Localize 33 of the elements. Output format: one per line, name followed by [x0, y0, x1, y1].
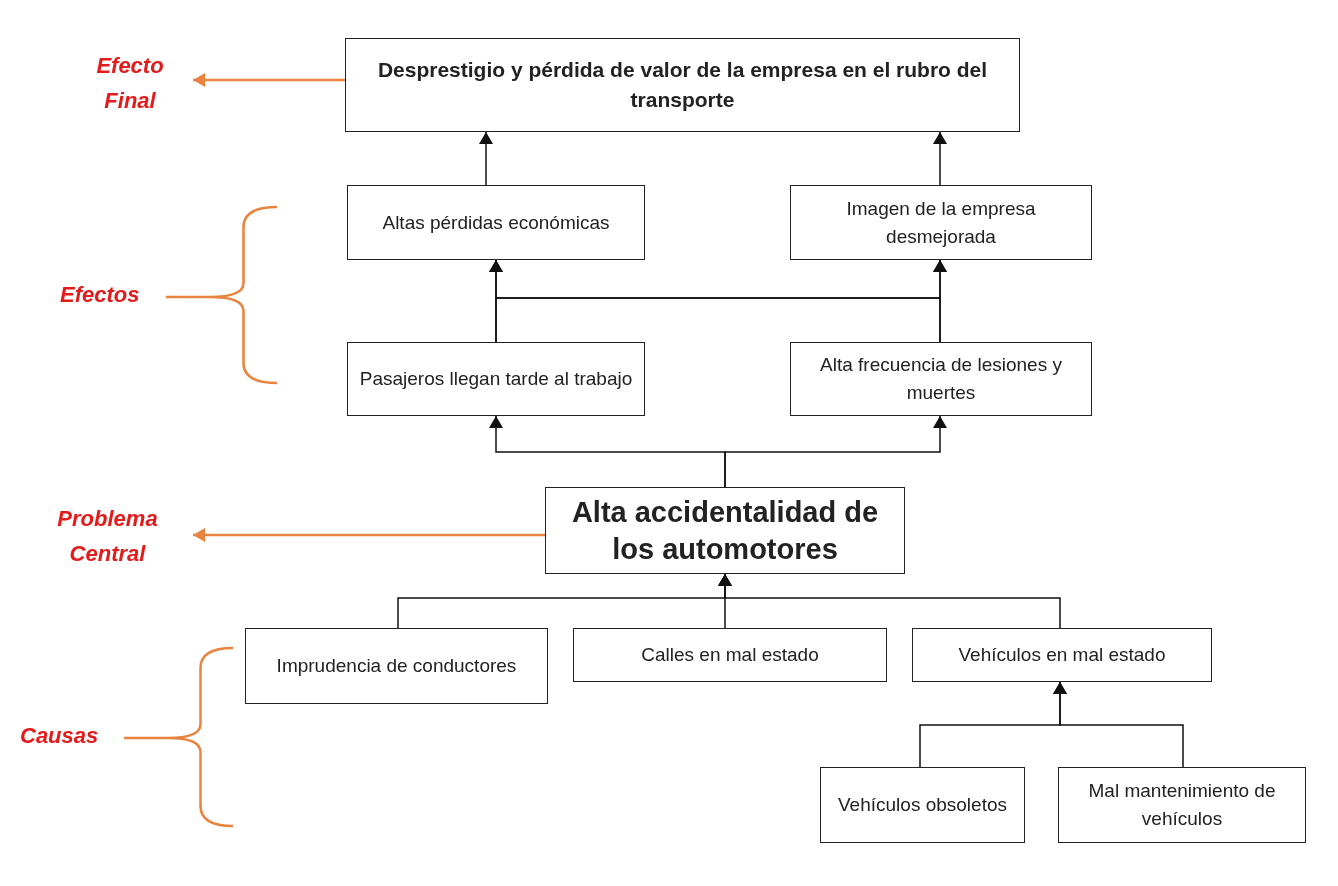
annotation-label: Efecto Final [95, 51, 165, 115]
box-text: Calles en mal estado [641, 643, 819, 668]
box-text: Altas pérdidas económicas [382, 210, 610, 235]
process-box [573, 628, 887, 682]
group-label: Efectos [60, 282, 140, 308]
arrow [724, 415, 947, 488]
box-text: Pasajeros llegan tarde al trabajo [359, 367, 633, 392]
box-text: Vehículos en mal estado [958, 643, 1166, 668]
arrow [479, 131, 493, 186]
box-text: Desprestigio y pérdida de valor de la empresa en el rubro del transporte [376, 56, 989, 113]
box-text: Mal mantenimiento de vehículos [1087, 779, 1277, 831]
process-box [347, 185, 645, 260]
arrow [718, 573, 1061, 629]
process-box [245, 628, 548, 704]
box-text: Alta accidentalidad de los automotores [570, 495, 880, 567]
process-box [545, 487, 905, 574]
process-box [790, 342, 1092, 416]
arrow [1053, 681, 1184, 768]
process-box [912, 628, 1212, 682]
box-text: Imagen de la empresa desmejorada [845, 196, 1037, 249]
process-box [345, 38, 1020, 132]
group-label: Causas [20, 723, 99, 749]
pointer-arrow [193, 73, 345, 87]
annotation-label: Problema Central [56, 504, 159, 568]
process-box [820, 767, 1025, 843]
pointer-arrow [193, 528, 545, 542]
arrow [933, 131, 947, 186]
process-box [347, 342, 645, 416]
process-box [790, 185, 1092, 260]
box-text: Vehículos obsoletos [838, 793, 1007, 818]
process-box [1058, 767, 1306, 843]
box-text: Alta frecuencia de lesiones y muertes [819, 353, 1063, 405]
box-text: Imprudencia de conductores [276, 654, 517, 679]
